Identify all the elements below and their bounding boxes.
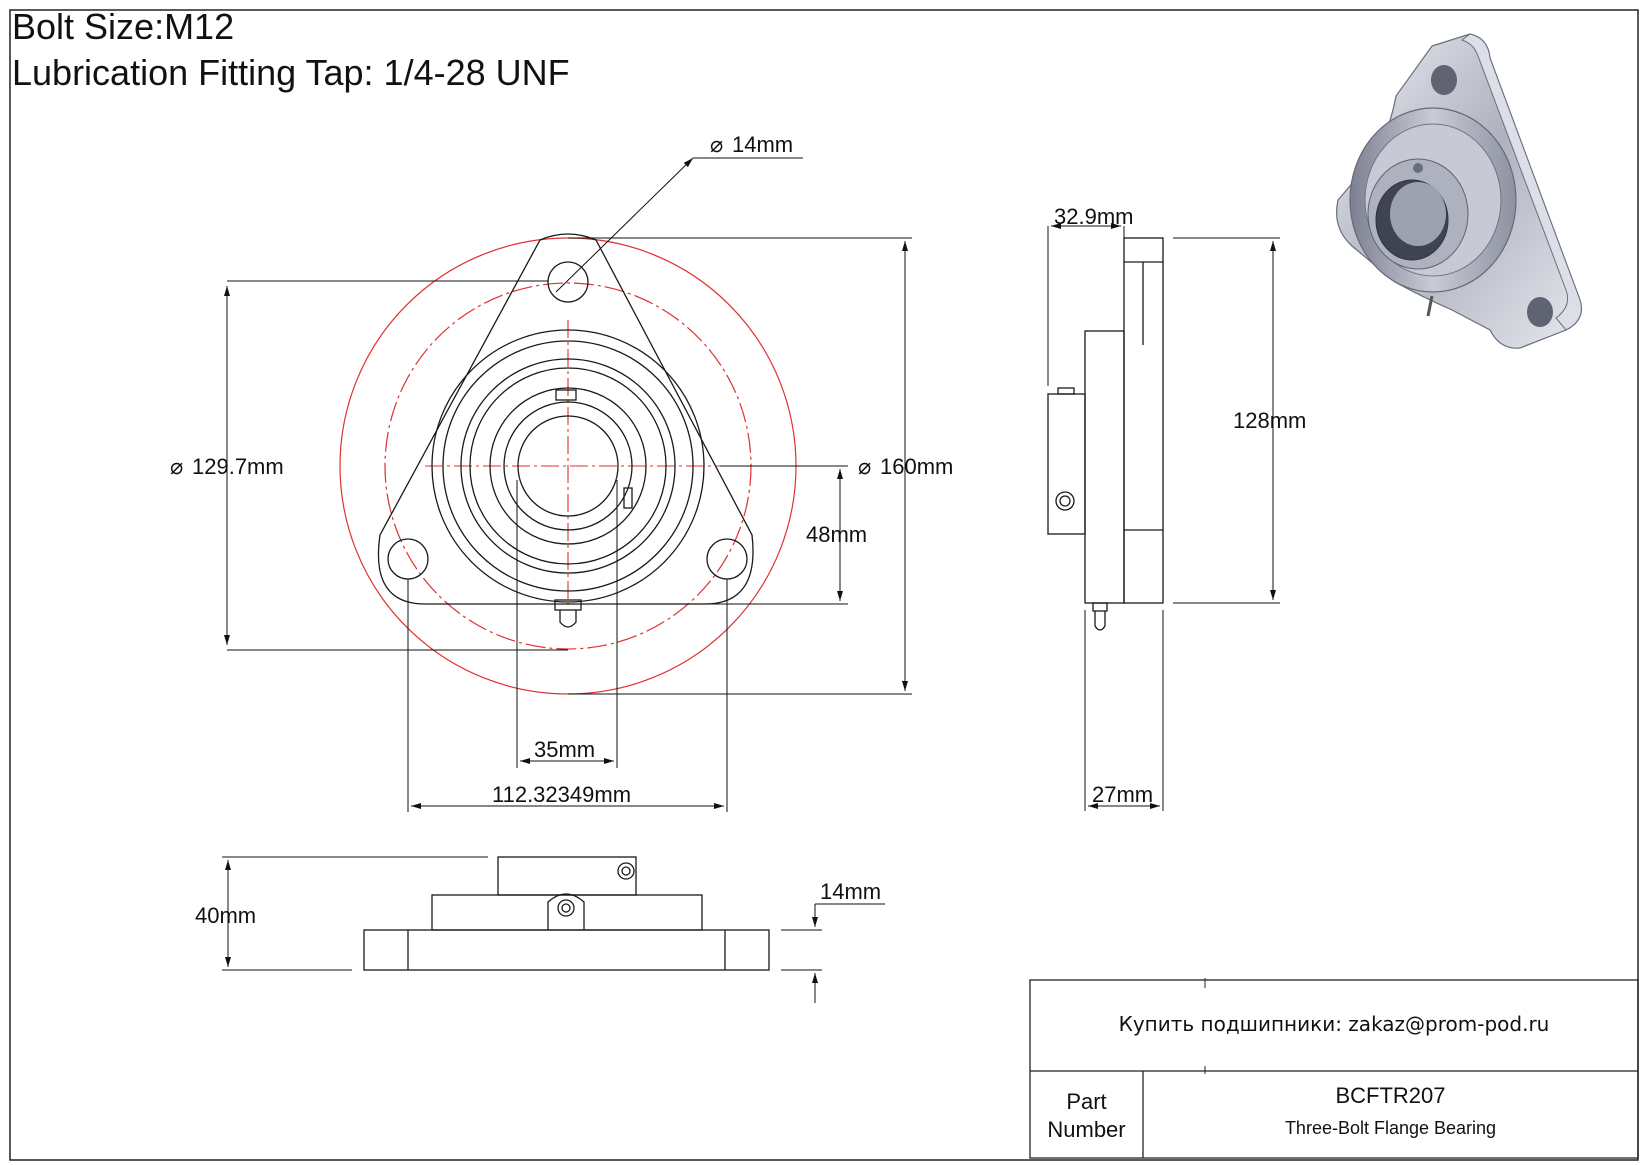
- dim-side-top-offset: 32.9mm: [1054, 204, 1133, 229]
- dim-bolt-circle-symbol: ⌀: [170, 454, 183, 479]
- bottom-insert: [497, 856, 637, 896]
- dim-center-to-base: 48mm: [806, 522, 867, 547]
- dim-side-width: 27mm: [1092, 782, 1153, 807]
- title-block: [1029, 978, 1639, 1159]
- dim-side-height: 128mm: [1233, 408, 1306, 433]
- part-number-label: Part Number: [1030, 1088, 1143, 1144]
- bottom-dimensions: [222, 856, 885, 1003]
- bolt-hole-left: [387, 538, 429, 580]
- dim-flange-thickness: 14mm: [820, 879, 881, 904]
- dim-outer-diameter-symbol: ⌀: [858, 454, 871, 479]
- front-dimensions: [224, 157, 912, 812]
- bottom-view: [363, 856, 770, 971]
- sheet-border: [9, 9, 1639, 1161]
- housing-outer-ring: [431, 329, 705, 603]
- dim-bolt-circle: 129.7mm: [192, 454, 284, 479]
- dim-bore: 35mm: [534, 737, 595, 762]
- contact-text: Купить подшипники: zakaz@prom-pod.ru: [1118, 1012, 1550, 1036]
- dim-bolt-spacing: 112.32349mm: [492, 782, 631, 807]
- bottom-flange: [363, 929, 770, 971]
- bore-ring: [517, 415, 619, 517]
- side-view: [1047, 237, 1164, 631]
- side-dimensions: [1047, 223, 1280, 811]
- dim-bottom-height: 40mm: [195, 903, 256, 928]
- front-view: [339, 233, 797, 695]
- part-description: Three-Bolt Flange Bearing: [1284, 1118, 1497, 1138]
- isometric-render: [1336, 33, 1582, 349]
- part-label-line2: Number: [1047, 1117, 1126, 1142]
- side-insert: [1047, 393, 1086, 535]
- dim-hole-diameter-symbol: ⌀: [710, 132, 723, 157]
- lubrication-tap-text: Lubrication Fitting Tap: 1/4-28 UNF: [12, 52, 570, 93]
- flange-outline: [377, 233, 754, 605]
- dim-outer-diameter: 160mm: [880, 454, 953, 479]
- bolt-hole-top: [547, 261, 589, 303]
- part-number-value: BCFTR207: [1335, 1083, 1446, 1108]
- dim-hole-diameter: 14mm: [732, 132, 793, 157]
- side-housing: [1084, 330, 1125, 604]
- bolt-hole-right: [706, 538, 748, 580]
- part-label-line1: Part: [1066, 1089, 1107, 1114]
- bolt-size-text: Bolt Size:M12: [12, 6, 235, 47]
